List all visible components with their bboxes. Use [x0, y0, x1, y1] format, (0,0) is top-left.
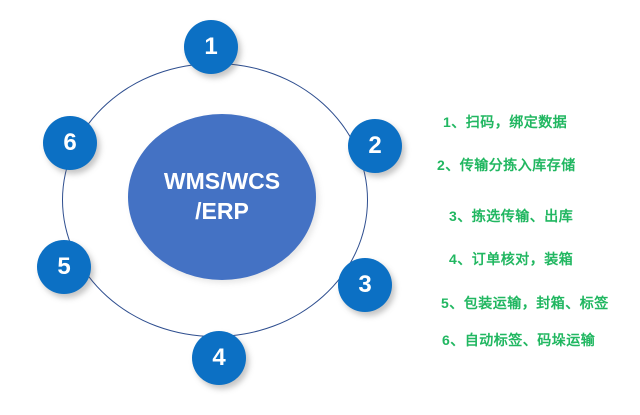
center-label-line1: WMS/WCS [163, 168, 281, 195]
step-node-5: 5 [37, 240, 91, 294]
step-node-5-label: 5 [57, 253, 71, 280]
step-node-1: 1 [184, 20, 238, 74]
step-node-3-label: 3 [358, 271, 372, 298]
legend-item-2: 2、传输分拣入库存储 [437, 157, 576, 173]
legend-item-1: 1、扫码，绑定数据 [443, 114, 568, 130]
step-node-4: 4 [192, 331, 246, 385]
legend-item-6: 6、自动标签、码垛运输 [442, 332, 596, 348]
legend-item-3: 3、拣选传输、出库 [449, 208, 574, 224]
center-label-line2: /ERP [195, 198, 249, 224]
step-node-3: 3 [338, 258, 392, 312]
step-node-4-label: 4 [212, 344, 226, 371]
step-node-6: 6 [43, 116, 97, 170]
step-node-6-label: 6 [63, 129, 77, 156]
step-node-2: 2 [348, 119, 402, 173]
step-node-1-label: 1 [204, 33, 218, 60]
step-node-2-label: 2 [368, 132, 382, 159]
center-system-ellipse: WMS/WCS /ERP [128, 114, 316, 280]
legend-item-4: 4、订单核对，装箱 [449, 251, 574, 267]
legend-item-5: 5、包装运输，封箱、标签 [441, 295, 609, 311]
